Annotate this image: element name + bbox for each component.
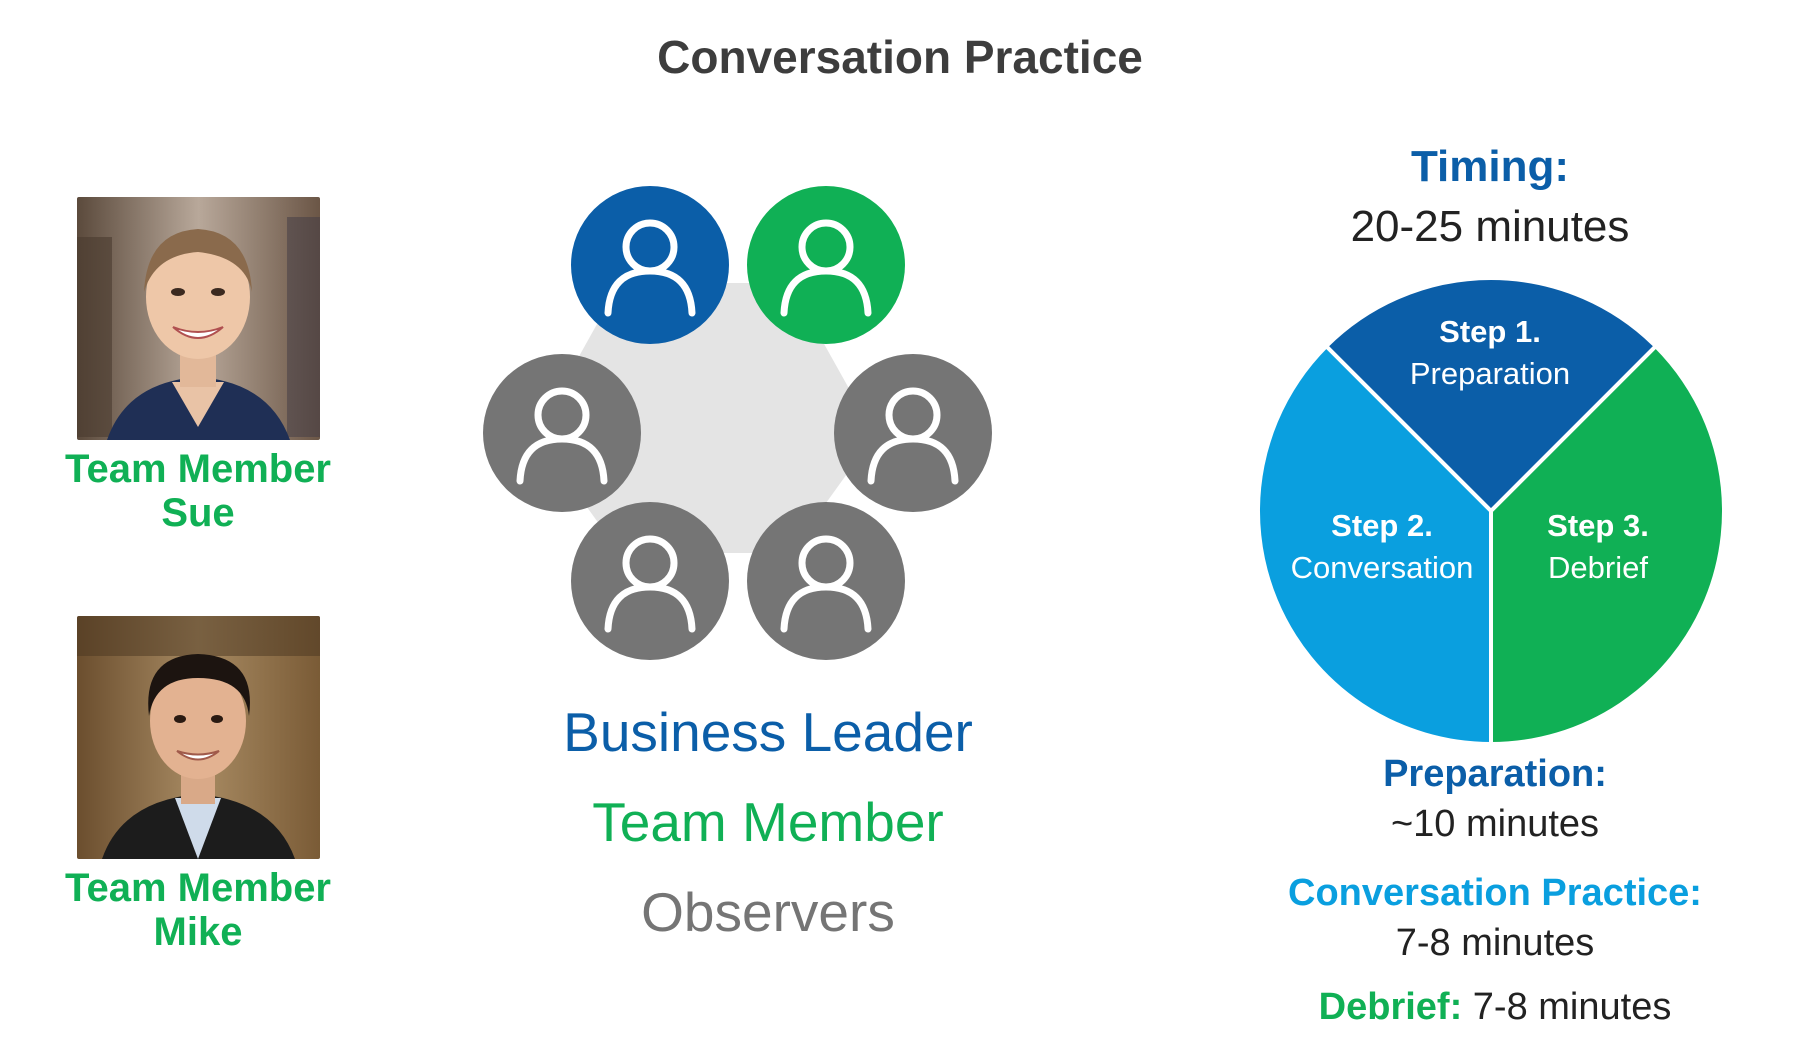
portrait-mike-image <box>77 616 320 859</box>
detail-conversation-label: Conversation Practice: <box>1288 872 1702 914</box>
steps-pie <box>1256 276 1725 745</box>
timing-heading: Timing: <box>1410 142 1570 191</box>
portrait-sue-image <box>77 197 320 440</box>
photo-mike <box>77 616 320 859</box>
role-observers: Observers <box>641 881 895 943</box>
business-leader-circle <box>571 186 729 344</box>
observer-circle-3 <box>571 502 729 660</box>
person-icon <box>780 535 872 633</box>
person-mike-line2: Mike <box>153 910 243 954</box>
person-icon <box>604 535 696 633</box>
step2-name: Conversation <box>1290 550 1474 585</box>
observer-circle-4 <box>747 502 905 660</box>
pie-wedge-debrief <box>1489 343 1725 745</box>
pie-wedge-conversation <box>1256 343 1493 745</box>
person-icon <box>780 219 872 317</box>
detail-debrief-label: Debrief: <box>1318 986 1463 1028</box>
detail-preparation-label: Preparation: <box>1383 753 1607 795</box>
page-title: Conversation Practice <box>657 31 1143 83</box>
role-business-leader: Business Leader <box>563 701 973 763</box>
person-icon <box>604 219 696 317</box>
observer-circle-1 <box>483 354 641 512</box>
pie-wedge-preparation <box>1323 276 1659 514</box>
observer-circle-2 <box>834 354 992 512</box>
wedge-label-step2: Step 2. Conversation <box>1262 505 1502 589</box>
role-team-member: Team Member <box>592 791 944 853</box>
wedge-label-step3: Step 3. Debrief <box>1508 505 1688 589</box>
step3-name: Debrief <box>1548 550 1648 585</box>
step1-name: Preparation <box>1409 356 1571 391</box>
step3-number: Step 3. <box>1547 508 1649 543</box>
detail-debrief-line: Debrief: 7-8 minutes <box>1195 986 1795 1029</box>
person-sue-line1: Team Member <box>64 447 331 491</box>
detail-conversation-value: 7-8 minutes <box>1395 922 1595 964</box>
person-label-mike: Team Member Mike <box>38 866 358 954</box>
step1-number: Step 1. <box>1439 314 1541 349</box>
person-icon <box>516 387 608 485</box>
timing-value: 20-25 minutes <box>1350 202 1630 251</box>
team-member-circle <box>747 186 905 344</box>
step2-number: Step 2. <box>1331 508 1433 543</box>
detail-preparation-value: ~10 minutes <box>1390 803 1600 845</box>
person-icon <box>867 387 959 485</box>
person-label-sue: Team Member Sue <box>38 447 358 535</box>
photo-sue <box>77 197 320 440</box>
person-mike-line1: Team Member <box>64 866 331 910</box>
participants-diagram <box>483 186 992 660</box>
wedge-label-step1: Step 1. Preparation <box>1380 311 1600 395</box>
person-sue-line2: Sue <box>161 491 235 535</box>
detail-debrief-value: 7-8 minutes <box>1462 986 1672 1028</box>
